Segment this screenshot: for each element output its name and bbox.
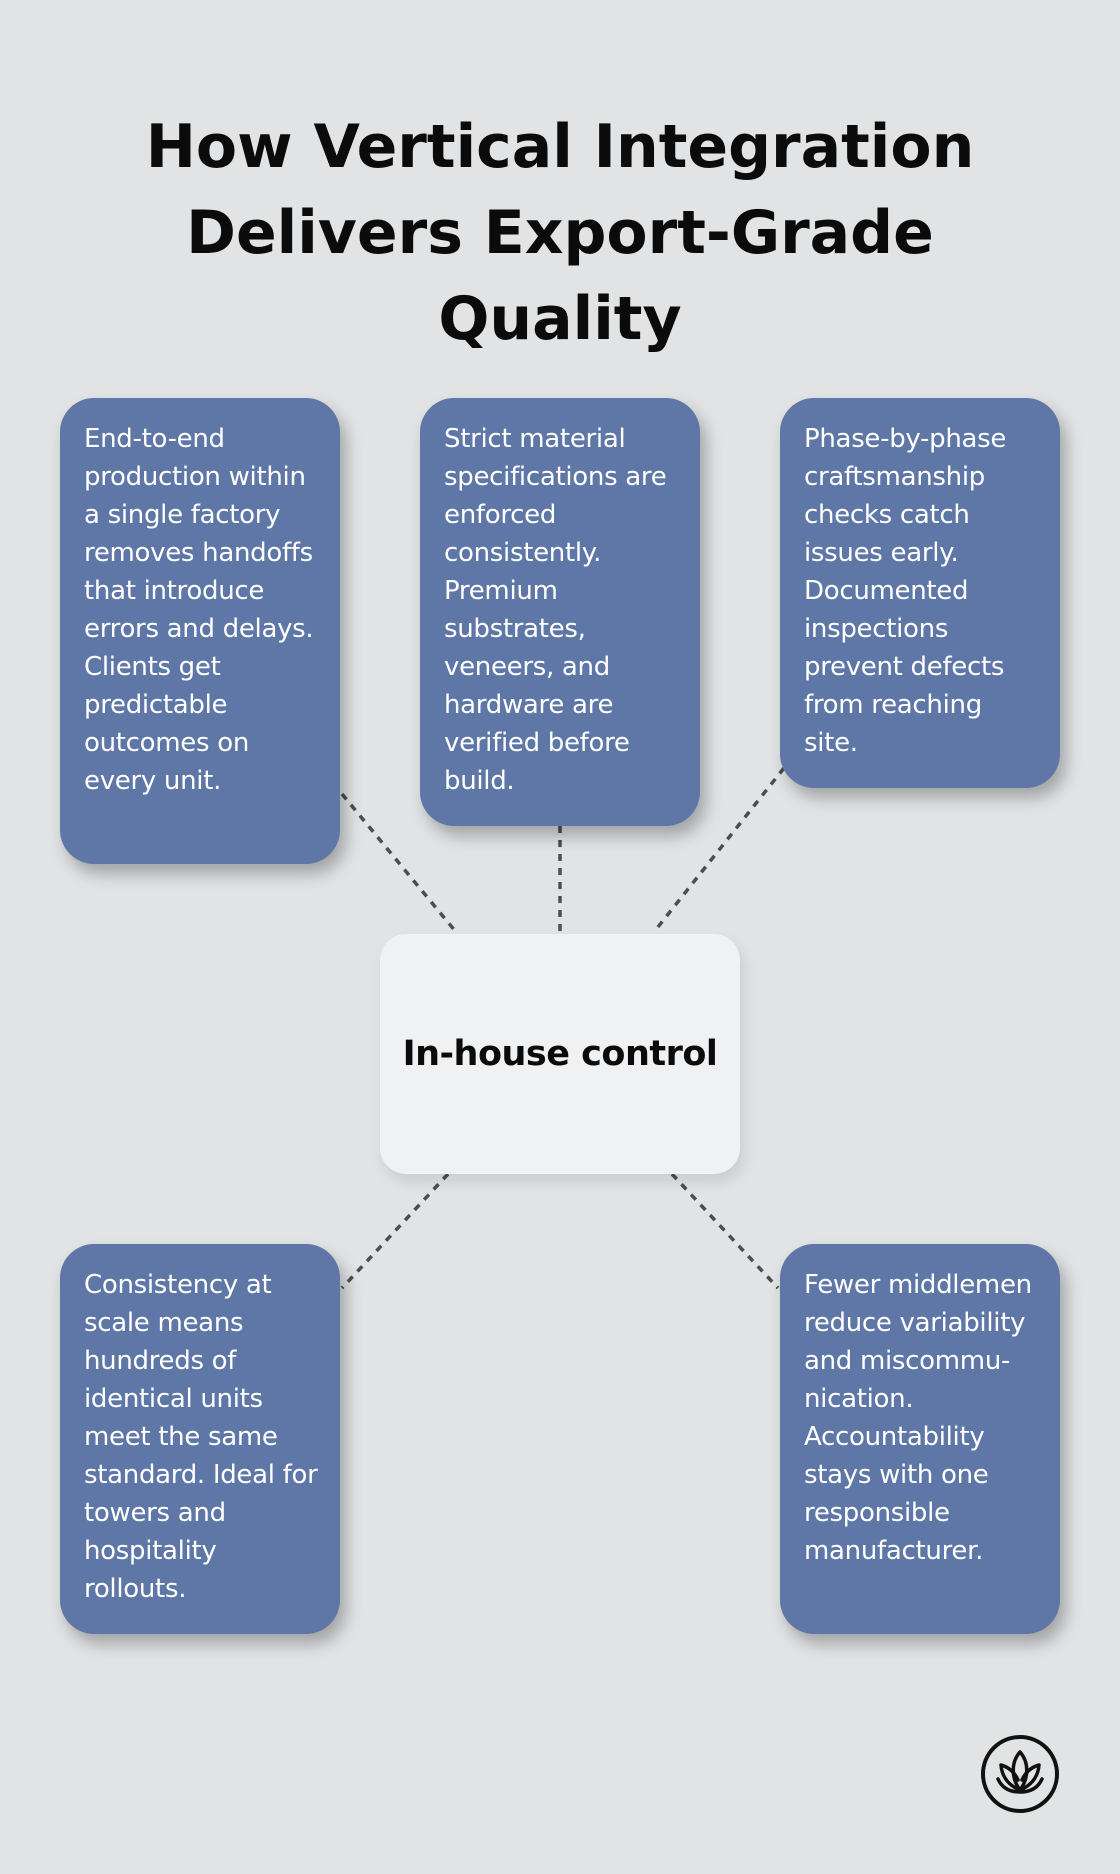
benefit-box-consistency: Consistency at scale means hundreds of i… (60, 1244, 340, 1634)
title-line-2: Delivers Export-Grade Quality (186, 198, 934, 354)
benefit-box-end-to-end: End-to-end production within a single fa… (60, 398, 340, 864)
center-label: In-house control (402, 1034, 718, 1074)
benefit-text: Phase-by-phase craftsmanship checks catc… (804, 424, 1007, 758)
connector-top-right (652, 766, 786, 934)
title-line-1: How Vertical Integration (145, 112, 975, 182)
benefit-text: End-to-end production within a single fa… (84, 424, 314, 796)
connector-bottom-right (670, 1172, 780, 1290)
benefit-box-phase-checks: Phase-by-phase craftsmanship checks catc… (780, 398, 1060, 788)
benefit-box-fewer-middlemen: Fewer middlemen reduce variability and m… (780, 1244, 1060, 1634)
connector-top-left (340, 792, 458, 934)
benefit-box-material-specs: Strict material specifications are enfor… (420, 398, 700, 826)
page-title: How Vertical Integration Delivers Export… (60, 104, 1060, 362)
connector-bottom-left (340, 1172, 450, 1290)
lotus-logo-icon (981, 1735, 1059, 1813)
center-node: In-house control (380, 934, 740, 1174)
benefit-text: Strict material specifications are enfor… (444, 424, 667, 796)
benefit-text: Fewer middlemen reduce variability and m… (804, 1270, 1032, 1566)
benefit-text: Consistency at scale means hundreds of i… (84, 1270, 318, 1604)
